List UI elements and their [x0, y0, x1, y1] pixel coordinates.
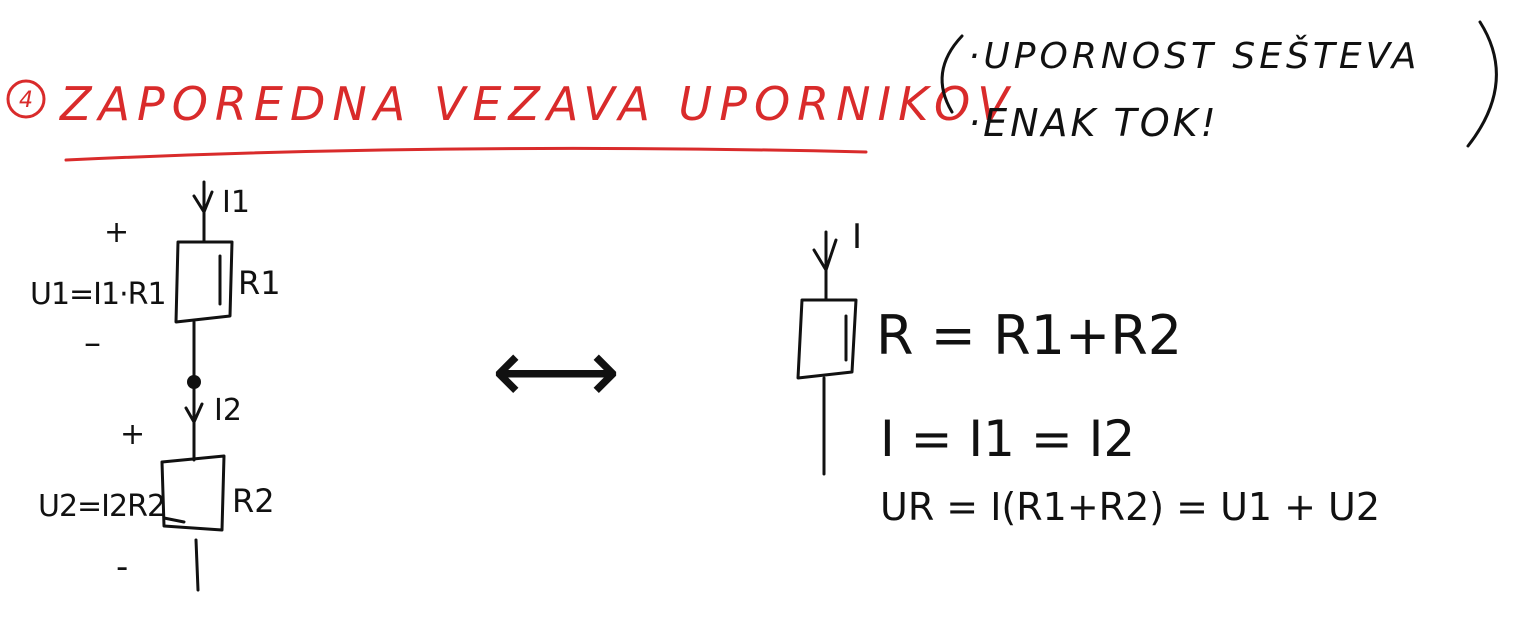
- u2-label: U2=I2R2: [38, 489, 165, 524]
- note-open-paren: [940, 34, 964, 114]
- right-current-label: I: [852, 217, 862, 257]
- eq-current: I = I1 = I2: [880, 410, 1135, 468]
- header: 4 ZAPOREDNA VEZAVA UPORNIKOV: [6, 77, 1016, 162]
- right-circuit: I R = R1+R2 I = I1 = I2 UR = I(R1+R2) = …: [796, 217, 1380, 529]
- plus-sign-bottom: +: [120, 417, 145, 452]
- equivalence-arrow: ⟷: [491, 319, 620, 424]
- current-mid-label: I2: [214, 393, 242, 428]
- resistor-r-equivalent: [796, 298, 858, 380]
- eq-resistance: R = R1+R2: [876, 304, 1182, 367]
- minus-sign-bottom: -: [116, 547, 128, 587]
- note-line-1: ·UPORNOST SEŠTEVA: [968, 35, 1420, 77]
- title-underline: [64, 146, 868, 162]
- section-title: ZAPOREDNA VEZAVA UPORNIKOV: [58, 77, 1016, 131]
- resistor-r2-mark: [162, 516, 186, 524]
- current-in-arrow: [192, 190, 214, 214]
- left-circuit: I1 + U1=I1·R1 R1 – I2 + U2=I2R2 R2 -: [30, 180, 281, 592]
- r1-label: R1: [238, 264, 281, 302]
- plus-sign-top: +: [104, 215, 129, 250]
- current-in-label: I1: [222, 185, 250, 220]
- note-close-paren: [1466, 20, 1498, 148]
- u1-label: U1=I1·R1: [30, 277, 166, 312]
- resistor-r1: [174, 240, 234, 324]
- header-note: ·UPORNOST SEŠTEVA ·ENAK TOK!: [940, 20, 1498, 148]
- r2-label: R2: [232, 482, 275, 520]
- minus-sign-top: –: [84, 323, 101, 363]
- wire-bottom: [194, 538, 200, 592]
- right-current-arrow: [812, 238, 838, 272]
- junction-node: [187, 375, 201, 389]
- resistor-r2: [160, 454, 226, 532]
- section-number-circle: [6, 79, 46, 119]
- section-number: 4: [19, 88, 33, 113]
- eq-voltage: UR = I(R1+R2) = U1 + U2: [880, 485, 1380, 529]
- current-mid-arrow: [184, 402, 204, 424]
- note-line-2: ·ENAK TOK!: [968, 101, 1219, 145]
